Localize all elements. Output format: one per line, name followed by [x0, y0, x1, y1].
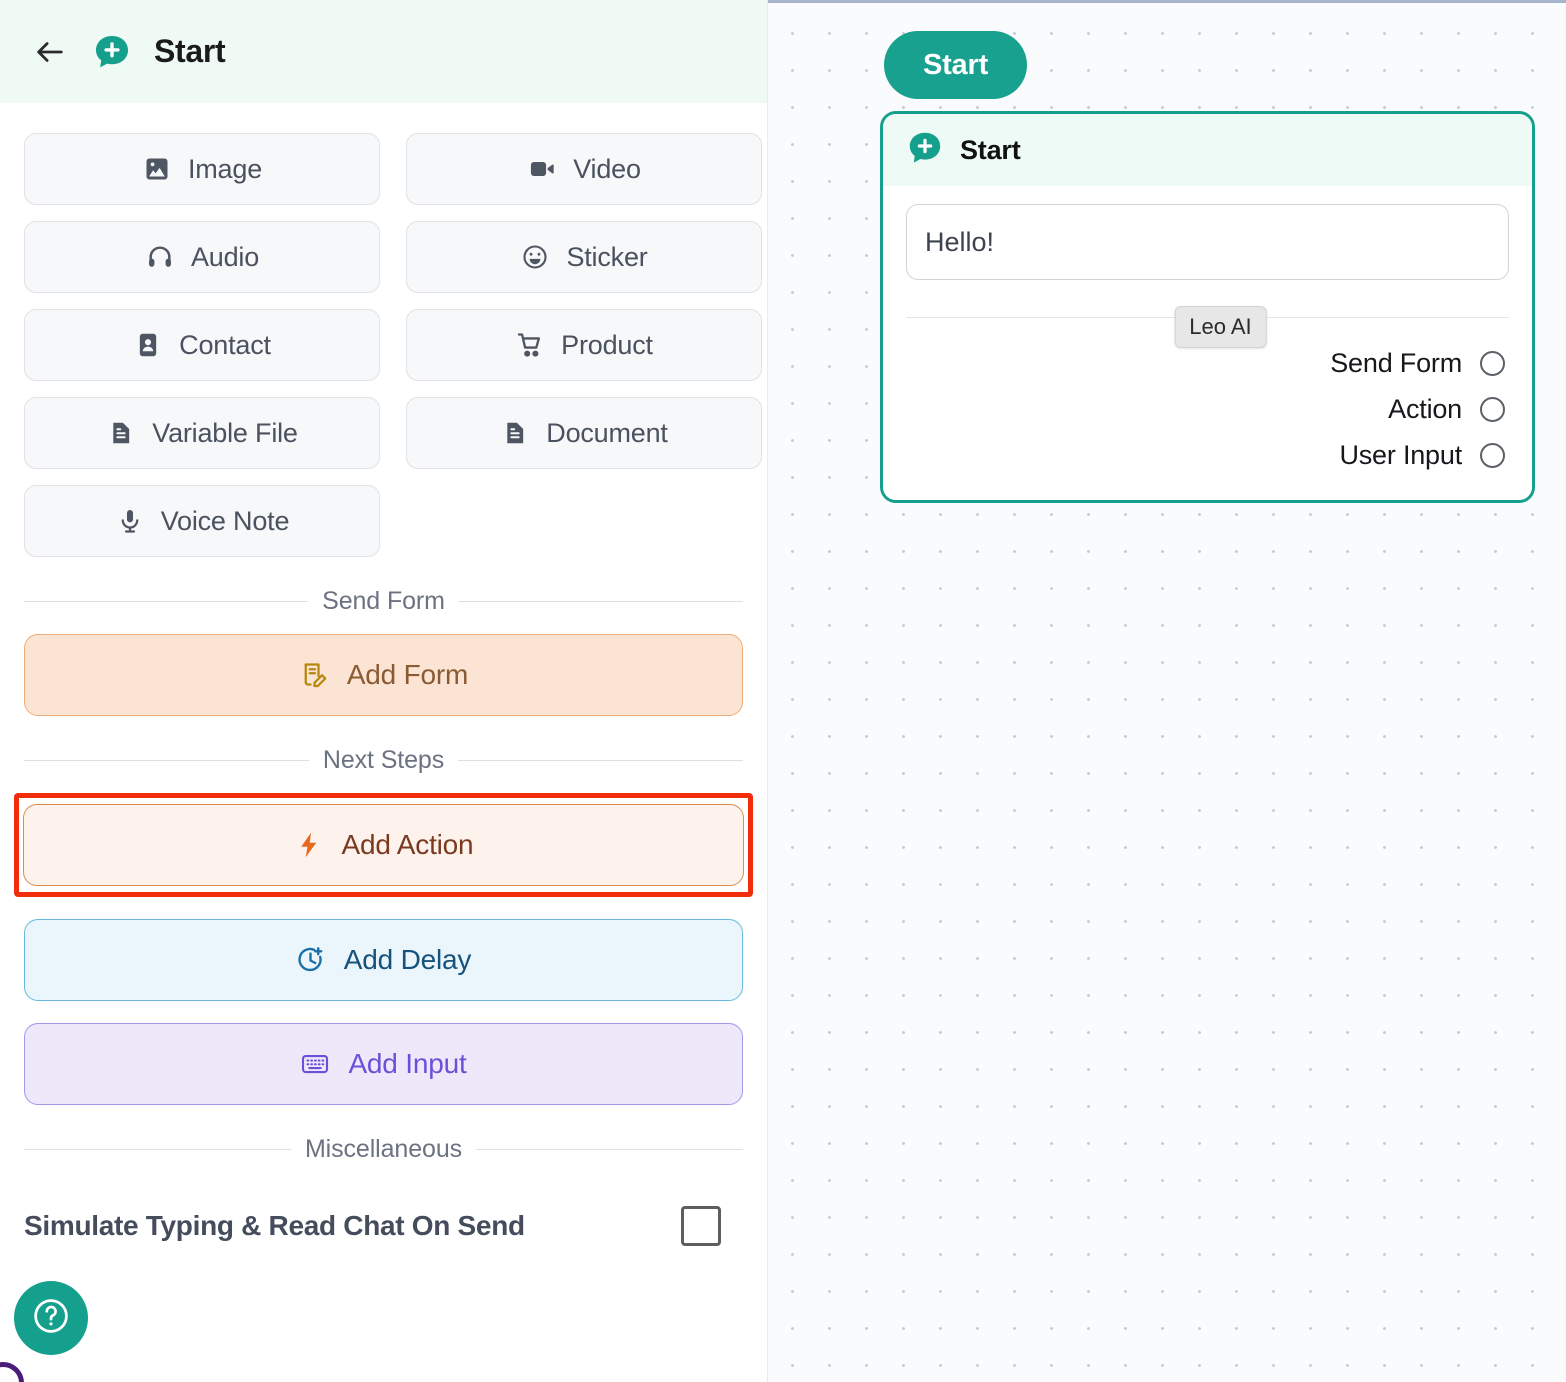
flow-canvas[interactable]: Start Start Hello!: [768, 0, 1566, 1382]
media-button-grid: Image Video: [24, 133, 762, 557]
media-button-variable-file[interactable]: Variable File: [24, 397, 380, 469]
media-button-label: Document: [546, 417, 668, 448]
connection-handle-action[interactable]: [1480, 396, 1505, 422]
simulate-typing-checkbox[interactable]: [681, 1206, 721, 1246]
corner-decoration: [0, 1362, 24, 1382]
add-action-highlight: Add Action: [14, 793, 753, 897]
question-circle-icon: [29, 1294, 73, 1343]
form-edit-icon: [299, 660, 329, 690]
message-value: Hello!: [925, 226, 995, 257]
simulate-typing-row: Simulate Typing & Read Chat On Send: [24, 1206, 743, 1246]
output-label: User Input: [1339, 439, 1462, 470]
image-icon: [142, 154, 172, 184]
microphone-icon: [115, 506, 145, 536]
media-button-label: Sticker: [566, 241, 648, 272]
output-label: Send Form: [1330, 347, 1462, 378]
divider-line: [24, 760, 309, 761]
divider-line: [458, 760, 743, 761]
add-delay-label: Add Delay: [343, 944, 472, 975]
panel-body: Image Video: [0, 133, 767, 1246]
media-button-label: Variable File: [152, 417, 298, 448]
section-divider-miscellaneous: Miscellaneous: [24, 1135, 743, 1164]
node-output-action[interactable]: Action: [906, 386, 1509, 432]
divider-line: [24, 601, 309, 602]
media-button-sticker[interactable]: Sticker: [406, 221, 762, 293]
video-camera-icon: [527, 154, 557, 184]
media-button-label: Contact: [179, 329, 271, 360]
simulate-typing-label: Simulate Typing & Read Chat On Send: [24, 1210, 525, 1241]
page-title: Start: [154, 33, 226, 69]
media-button-contact[interactable]: Contact: [24, 309, 380, 381]
document-icon: [500, 418, 530, 448]
media-button-voice-note[interactable]: Voice Note: [24, 485, 380, 557]
help-button[interactable]: [14, 1281, 88, 1355]
media-button-video[interactable]: Video: [406, 133, 762, 205]
node-output-send-form[interactable]: Send Form: [906, 340, 1509, 386]
media-button-image[interactable]: Image: [24, 133, 380, 205]
section-title: Send Form: [322, 587, 445, 615]
keyboard-icon: [300, 1049, 330, 1079]
media-button-label: Product: [561, 329, 653, 360]
media-button-audio[interactable]: Audio: [24, 221, 380, 293]
media-button-product[interactable]: Product: [406, 309, 762, 381]
section-divider-next-steps: Next Steps: [24, 746, 743, 775]
smiley-sticker-icon: [520, 242, 550, 272]
left-config-panel: Start Image: [0, 0, 768, 1382]
node-separator-area: Leo AI: [906, 306, 1509, 348]
connection-handle-send-form[interactable]: [1480, 350, 1505, 376]
spacer: [24, 897, 743, 919]
add-delay-button[interactable]: Add Delay: [24, 919, 743, 1001]
leo-ai-chip[interactable]: Leo AI: [1174, 306, 1267, 348]
node-output-list: Send Form Action User Input: [906, 340, 1509, 478]
spacer: [24, 1001, 743, 1023]
media-button-label: Voice Note: [160, 505, 290, 536]
node-title: Start: [960, 134, 1021, 165]
start-message-node[interactable]: Start Hello! Leo AI Send Form Acti: [880, 111, 1535, 503]
media-button-label: Video: [573, 153, 641, 184]
section-title: Miscellaneous: [304, 1135, 463, 1163]
node-body: Hello! Leo AI Send Form Action: [883, 186, 1532, 500]
node-output-user-input[interactable]: User Input: [906, 432, 1509, 478]
chat-bubble-plus-icon: [906, 129, 944, 172]
contact-card-icon: [133, 330, 163, 360]
add-action-button[interactable]: Add Action: [23, 804, 744, 886]
add-form-label: Add Form: [346, 659, 469, 690]
panel-header: Start: [0, 0, 767, 103]
divider-line: [476, 1149, 743, 1150]
shopping-cart-icon: [515, 330, 545, 360]
divider-line: [24, 1149, 291, 1150]
headphones-icon: [145, 242, 175, 272]
add-action-label: Add Action: [341, 829, 474, 860]
section-divider-send-form: Send Form: [24, 587, 744, 616]
media-button-label: Image: [187, 153, 263, 184]
message-input[interactable]: Hello!: [906, 204, 1509, 280]
clock-plus-icon: [296, 945, 326, 975]
back-arrow-icon[interactable]: [30, 32, 70, 72]
add-input-button[interactable]: Add Input: [24, 1023, 743, 1105]
chat-bubble-plus-icon: [92, 32, 132, 72]
node-header: Start: [883, 114, 1532, 186]
add-form-button[interactable]: Add Form: [24, 634, 743, 716]
media-button-document[interactable]: Document: [406, 397, 762, 469]
divider-line: [458, 601, 744, 602]
media-button-label: Audio: [190, 241, 260, 272]
section-title: Next Steps: [322, 746, 445, 774]
add-input-label: Add Input: [348, 1048, 467, 1079]
start-node-pill[interactable]: Start: [884, 31, 1027, 99]
start-pill-label: Start: [922, 48, 989, 81]
output-label: Action: [1388, 393, 1462, 424]
lightning-bolt-icon: [294, 830, 324, 860]
document-icon: [106, 418, 136, 448]
connection-handle-user-input[interactable]: [1480, 442, 1505, 468]
